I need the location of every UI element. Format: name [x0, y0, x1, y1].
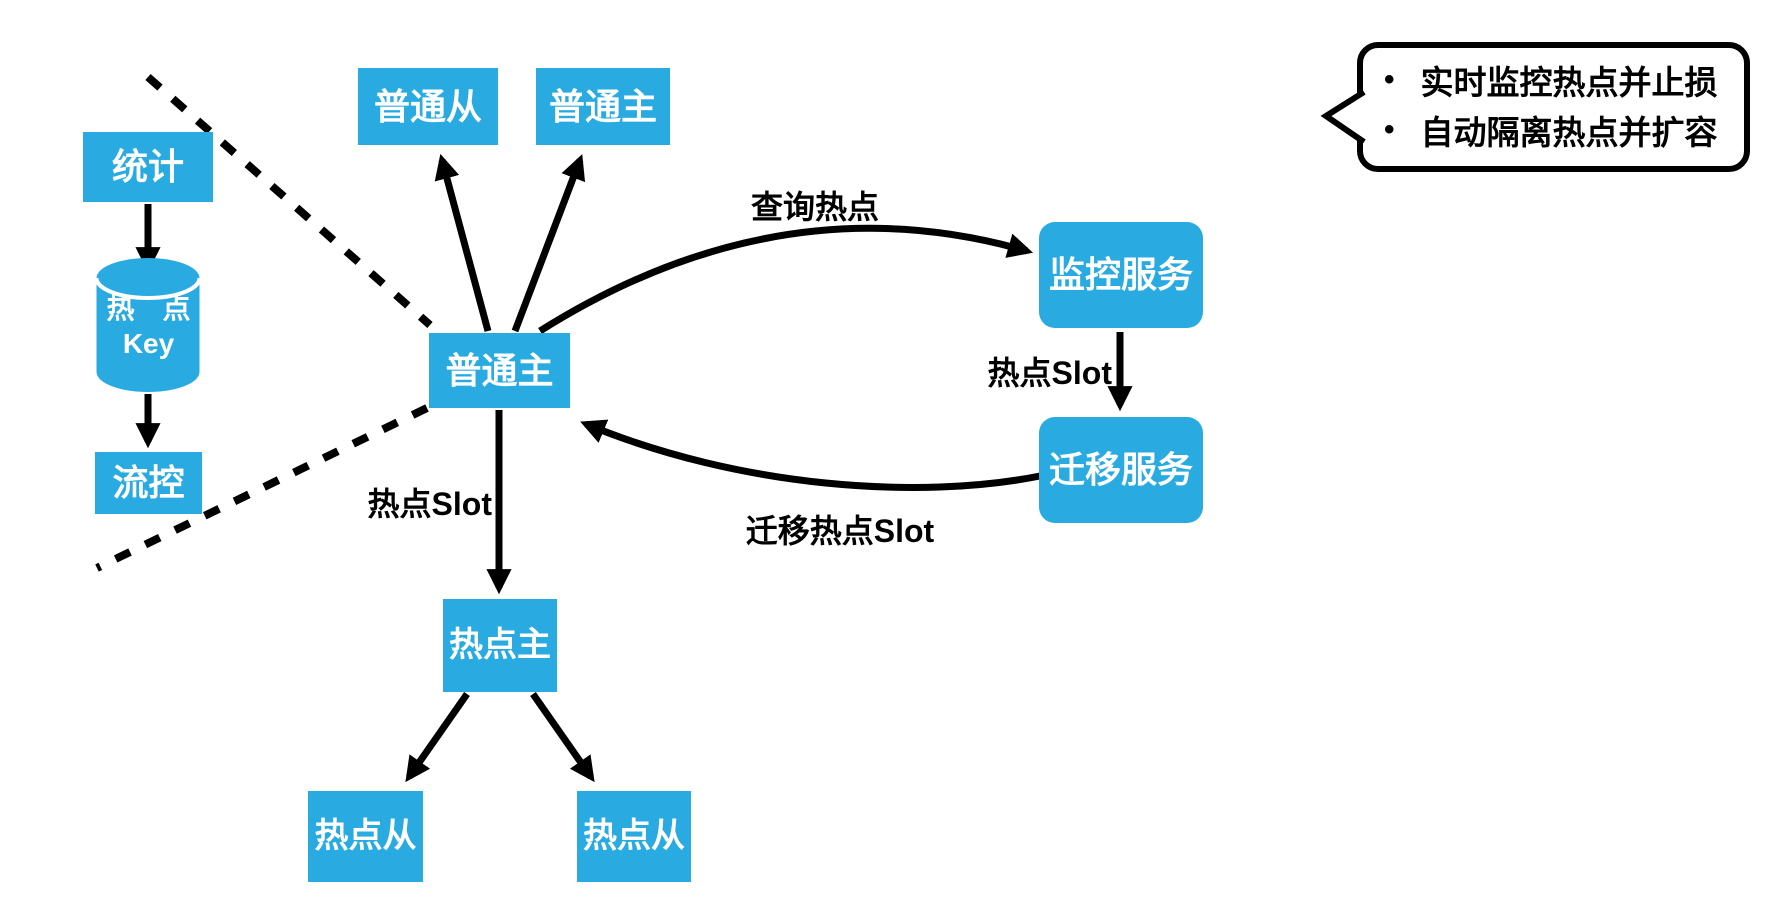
node-normal-master-top: 普通主 — [536, 68, 670, 145]
callout-item: • 自动隔离热点并扩容 — [1382, 106, 1738, 154]
edge-hotmaster-to-hotslave-right — [530, 691, 595, 783]
callout-tail-icon — [1320, 89, 1366, 145]
dashed-divider-lower — [95, 404, 429, 572]
hot-key-db-line2: Key — [122, 328, 175, 359]
node-hot-key-db-label: 热 点 Key — [97, 288, 200, 364]
node-hot-slave-left: 热点从 — [308, 791, 423, 882]
node-normal-master-center: 普通主 — [429, 333, 570, 408]
edge-label-migrate-hot-slot: 迁移热点Slot — [745, 513, 935, 549]
database-cylinder-icon — [96, 258, 200, 392]
node-stat: 统计 — [83, 132, 213, 202]
node-hot-master: 热点主 — [443, 599, 557, 692]
callout-list: • 实时监控热点并止损 • 自动隔离热点并扩容 — [1382, 56, 1738, 154]
edge-hotmaster-to-hotslave-left — [405, 691, 470, 783]
node-normal-slave-top: 普通从 — [358, 68, 498, 145]
edge-master-to-normal-master — [511, 154, 586, 333]
node-hot-slave-right: 热点从 — [577, 791, 691, 882]
callout-item-text: 实时监控热点并止损 — [1420, 64, 1718, 101]
hot-key-db-line1: 热 点 — [106, 293, 191, 324]
edge-query-hotspot-curve — [538, 224, 1034, 334]
callout-item: • 实时监控热点并止损 — [1382, 56, 1738, 104]
bullet-icon: • — [1384, 113, 1395, 146]
edge-label-query-hotspot: 查询热点 — [750, 189, 880, 225]
dashed-divider-upper — [145, 73, 433, 329]
bullet-icon: • — [1384, 63, 1395, 96]
edge-label-hot-slot-right: 热点Slot — [987, 355, 1112, 391]
edge-label-hot-slot-down: 热点Slot — [367, 486, 492, 522]
database-cylinder-seam — [94, 277, 202, 300]
callout-item-text: 自动隔离热点并扩容 — [1420, 114, 1718, 151]
edge-master-to-normal-slave — [434, 153, 492, 332]
node-monitor-service: 监控服务 — [1039, 222, 1203, 328]
node-migrate-service: 迁移服务 — [1039, 417, 1203, 523]
node-flow-control: 流控 — [95, 452, 202, 514]
edge-migrate-slot-curve — [580, 419, 1041, 491]
